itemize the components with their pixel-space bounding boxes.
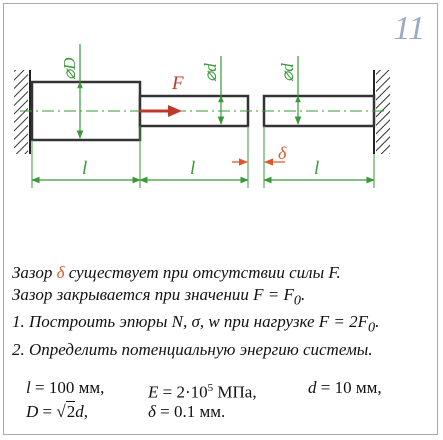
text-line-2: Зазор закрывается при значении F = F0. <box>12 285 306 309</box>
label-d1: ⌀d <box>201 63 220 82</box>
label-gap: δ <box>278 143 287 163</box>
label-D: ⌀D <box>60 57 79 80</box>
text-line-4: 2. Определить потенциальную энергию сист… <box>12 339 373 359</box>
delta-symbol: δ <box>56 263 65 282</box>
label-d2: ⌀d <box>278 63 297 82</box>
param-delta: δ = 0.1 мм. <box>148 402 226 421</box>
param-D: D = √2d, <box>26 401 88 421</box>
label-force: F <box>171 73 184 94</box>
parameters: l = 100 мм, E = 2·105 МПа, d = 10 мм, D … <box>26 376 436 424</box>
text-line-3: 1. Построить эпюры N, σ, w при нагрузке … <box>12 312 380 336</box>
label-l3: l <box>314 158 319 179</box>
label-l2: l <box>190 158 195 179</box>
left-wall <box>14 70 31 154</box>
param-E: E = 2·105 МПа, <box>148 382 257 402</box>
params-row-2: D = √2d, δ = 0.1 мм. <box>26 400 436 424</box>
right-wall <box>373 70 390 154</box>
param-d: d = 10 мм, <box>308 378 382 397</box>
problem-number: 11 <box>393 10 425 47</box>
problem-text: Зазор δ существует при отсутствии силы F… <box>12 262 437 361</box>
label-l1: l <box>82 158 87 179</box>
params-row-1: l = 100 мм, E = 2·105 МПа, d = 10 мм, <box>26 376 436 402</box>
param-l: l = 100 мм, <box>26 378 105 397</box>
text-line-1: Зазор δ существует при отсутствии силы F… <box>12 263 341 282</box>
